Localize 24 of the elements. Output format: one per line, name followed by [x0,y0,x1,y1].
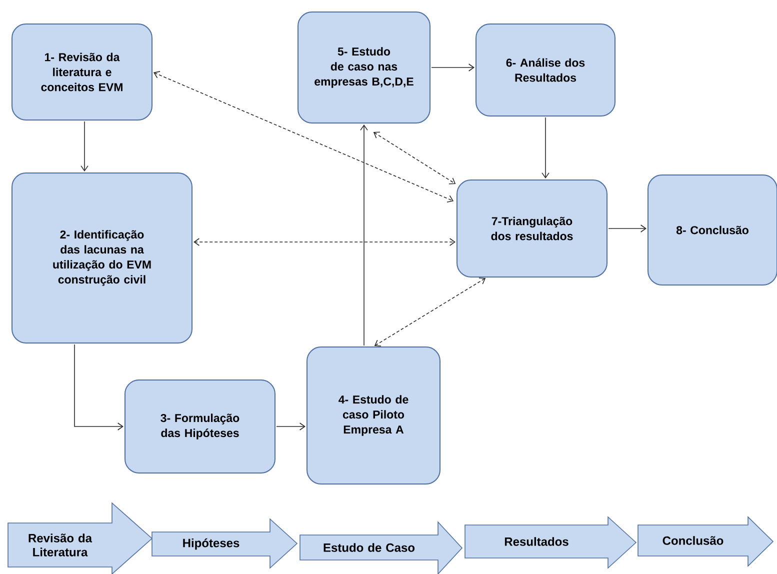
arrow [74,344,124,430]
process-box: 7-Triangulação dos resultados [456,180,608,278]
arrow [373,132,456,184]
phase-banner: Estudo de Caso [300,520,463,574]
phase-banner: Resultados [464,516,637,569]
arrow [431,64,474,72]
arrow [608,224,646,232]
process-box: 4- Estudo de caso Piloto Empresa A [306,346,440,484]
process-box: 8- Conclusão [648,174,777,286]
arrow [80,121,88,172]
arrow [360,124,368,346]
process-box: 2- Identificação das lacunas na utilização do EVM construção civil [12,172,192,344]
arrow [276,422,306,430]
process-box: 1- Revisão da literatura e conceitos EVM [12,24,152,120]
process-box: 5- Estudo de caso nas empresas B,C,D,E [298,12,430,124]
arrow [542,117,550,178]
process-box: 3- Formulação das Hipóteses [124,380,276,474]
phase-banner: Conclusão [638,516,774,567]
phase-banner: Revisão da Literatura [8,502,153,574]
arrow [194,238,456,246]
arrow [374,278,486,346]
process-box: 6- Análise dos Resultados [476,24,616,116]
arrow [153,71,454,202]
phase-banner: Hipóteses [152,518,298,569]
